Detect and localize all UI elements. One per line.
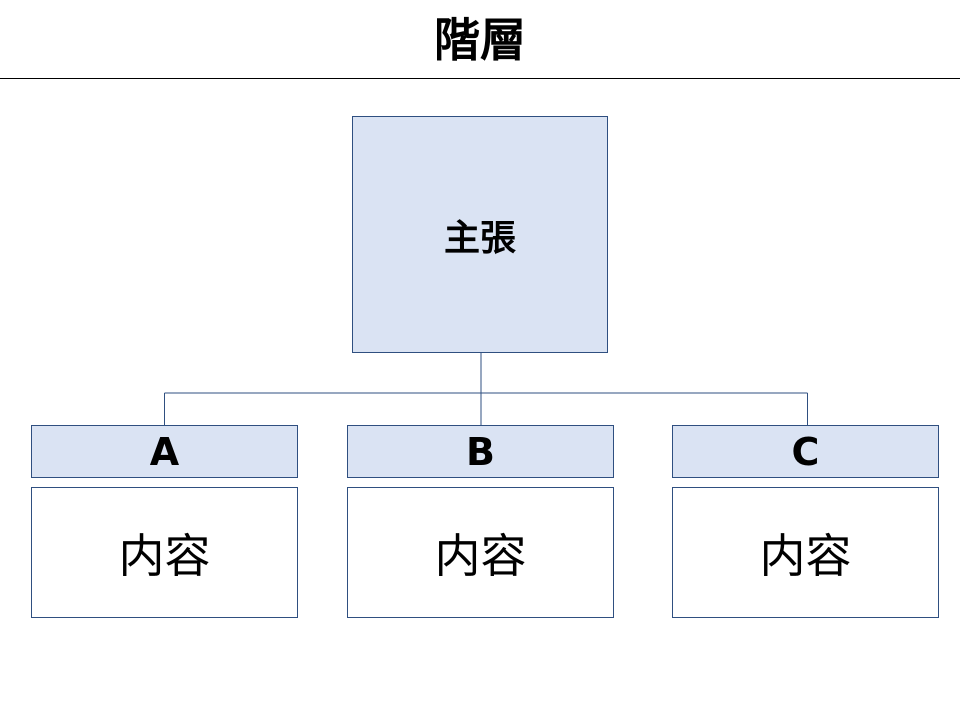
child-heading-label: C bbox=[791, 429, 820, 474]
root-node: 主張 bbox=[352, 116, 608, 353]
child-heading-label: B bbox=[466, 429, 495, 474]
child-content-c: 内容 bbox=[672, 487, 939, 618]
child-heading-c: C bbox=[672, 425, 939, 478]
slide-title: 階層 bbox=[434, 13, 526, 67]
title-divider bbox=[0, 78, 960, 79]
root-label: 主張 bbox=[443, 217, 516, 259]
child-heading-a: A bbox=[31, 425, 298, 478]
child-content-a: 内容 bbox=[31, 487, 298, 618]
child-content-b: 内容 bbox=[347, 487, 614, 618]
child-content-label: 内容 bbox=[434, 528, 527, 583]
child-content-label: 内容 bbox=[118, 528, 211, 583]
child-content-label: 内容 bbox=[759, 528, 852, 583]
child-heading-label: A bbox=[149, 429, 180, 474]
child-heading-b: B bbox=[347, 425, 614, 478]
